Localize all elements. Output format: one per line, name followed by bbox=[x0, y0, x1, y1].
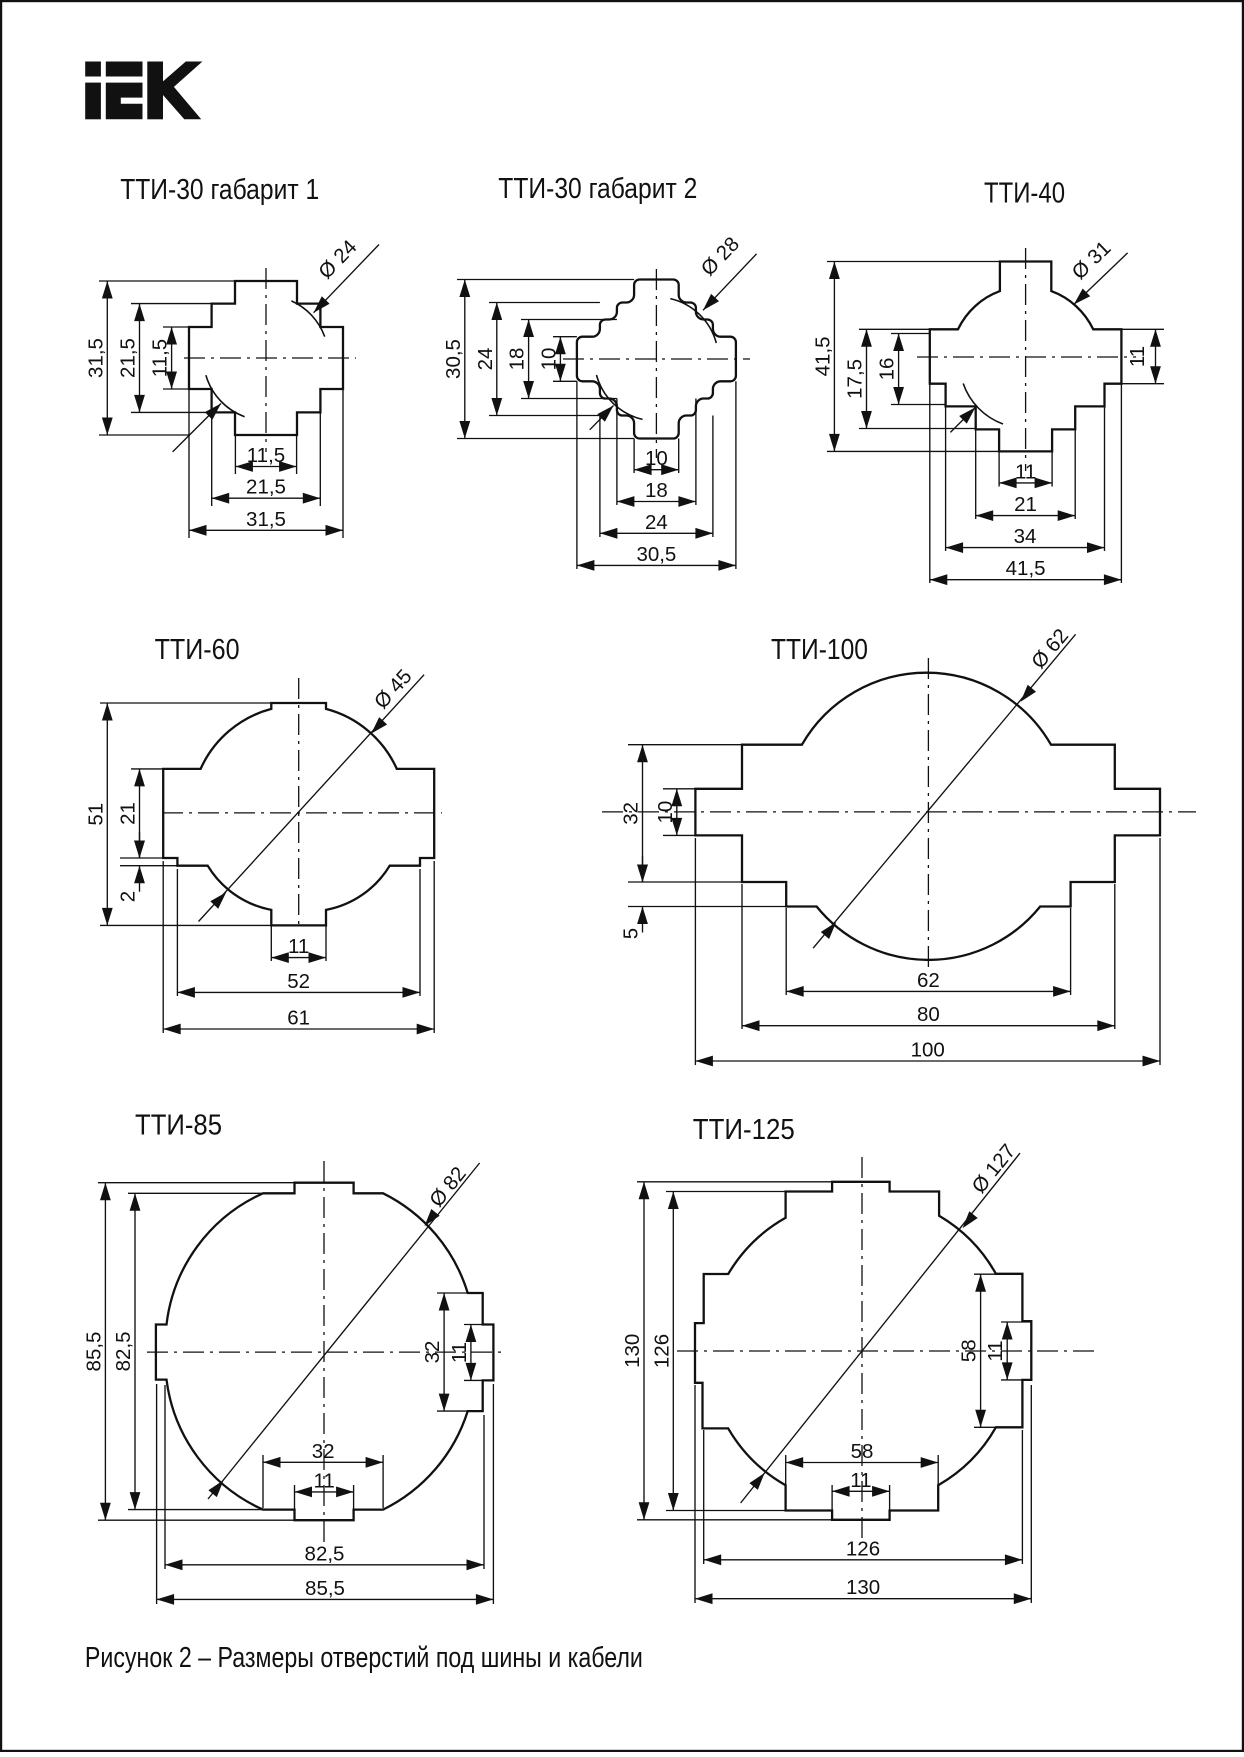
svg-text:100: 100 bbox=[911, 1039, 945, 1062]
svg-text:11: 11 bbox=[313, 1469, 334, 1492]
svg-text:10: 10 bbox=[645, 447, 668, 470]
svg-text:32: 32 bbox=[312, 1440, 335, 1463]
svg-text:58: 58 bbox=[851, 1440, 874, 1463]
svg-text:130: 130 bbox=[846, 1576, 880, 1599]
svg-text:21: 21 bbox=[1014, 493, 1037, 516]
svg-text:ТТИ-100: ТТИ-100 bbox=[771, 634, 868, 666]
svg-text:85,5: 85,5 bbox=[305, 1577, 345, 1600]
svg-text:41,5: 41,5 bbox=[811, 336, 834, 376]
svg-text:30,5: 30,5 bbox=[442, 339, 465, 379]
svg-text:30,5: 30,5 bbox=[636, 543, 676, 566]
svg-text:2: 2 bbox=[117, 891, 140, 902]
svg-text:16: 16 bbox=[876, 358, 899, 381]
svg-text:11: 11 bbox=[1015, 460, 1036, 483]
svg-text:61: 61 bbox=[287, 1007, 310, 1030]
svg-text:11: 11 bbox=[984, 1340, 1007, 1361]
svg-text:41,5: 41,5 bbox=[1006, 557, 1046, 580]
svg-text:51: 51 bbox=[84, 803, 107, 826]
svg-text:21,5: 21,5 bbox=[117, 338, 140, 378]
svg-text:11: 11 bbox=[1126, 346, 1149, 367]
svg-text:ТТИ-30 габарит 2: ТТИ-30 габарит 2 bbox=[498, 173, 697, 205]
svg-text:126: 126 bbox=[650, 1334, 673, 1368]
svg-text:11,5: 11,5 bbox=[149, 339, 172, 377]
svg-text:32: 32 bbox=[421, 1341, 444, 1364]
svg-text:17,5: 17,5 bbox=[844, 359, 867, 399]
svg-text:11: 11 bbox=[850, 1469, 871, 1492]
svg-text:24: 24 bbox=[645, 511, 668, 534]
svg-text:21,5: 21,5 bbox=[246, 476, 286, 499]
svg-text:31,5: 31,5 bbox=[84, 338, 107, 378]
svg-text:ТТИ-85: ТТИ-85 bbox=[135, 1110, 222, 1142]
svg-text:24: 24 bbox=[474, 348, 497, 371]
svg-text:82,5: 82,5 bbox=[305, 1542, 345, 1565]
svg-text:80: 80 bbox=[917, 1003, 940, 1026]
svg-text:10: 10 bbox=[654, 801, 677, 824]
svg-text:ТТИ-30 габарит 1: ТТИ-30 габарит 1 bbox=[120, 174, 319, 206]
svg-text:10: 10 bbox=[537, 348, 560, 371]
svg-text:21: 21 bbox=[117, 802, 140, 825]
svg-text:82,5: 82,5 bbox=[112, 1331, 135, 1371]
svg-text:18: 18 bbox=[645, 479, 668, 502]
svg-text:32: 32 bbox=[620, 802, 643, 825]
svg-text:18: 18 bbox=[506, 348, 529, 371]
svg-text:58: 58 bbox=[958, 1339, 981, 1362]
svg-text:52: 52 bbox=[287, 970, 310, 993]
svg-text:11,5: 11,5 bbox=[247, 444, 285, 467]
svg-text:ТТИ-60: ТТИ-60 bbox=[155, 634, 240, 666]
svg-text:ТТИ-40: ТТИ-40 bbox=[984, 177, 1065, 209]
svg-text:130: 130 bbox=[621, 1334, 644, 1368]
svg-text:34: 34 bbox=[1014, 525, 1037, 548]
svg-text:62: 62 bbox=[917, 969, 940, 992]
svg-text:31,5: 31,5 bbox=[246, 508, 286, 531]
svg-text:11: 11 bbox=[448, 1342, 471, 1363]
svg-text:Рисунок 2 – Размеры отверстий: Рисунок 2 – Размеры отверстий под шины и… bbox=[85, 1642, 643, 1674]
svg-text:ТТИ-125: ТТИ-125 bbox=[693, 1114, 795, 1146]
svg-text:85,5: 85,5 bbox=[82, 1332, 105, 1372]
svg-text:5: 5 bbox=[620, 928, 643, 939]
svg-text:126: 126 bbox=[846, 1537, 880, 1560]
svg-text:11: 11 bbox=[288, 935, 309, 958]
